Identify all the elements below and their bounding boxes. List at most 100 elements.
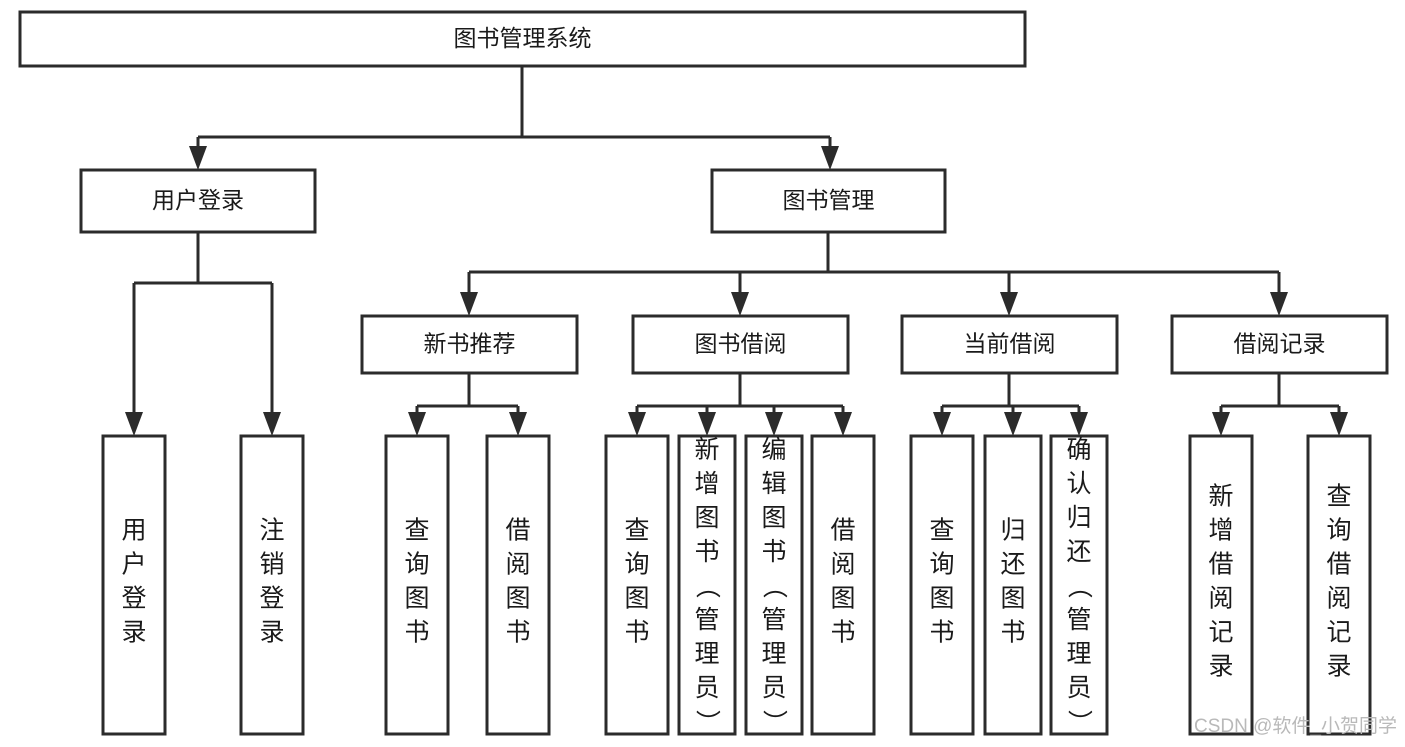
node-current-borrow-label: 当前借阅: [964, 331, 1056, 357]
node-book-manage-box[interactable]: [710, 168, 947, 234]
node-leaf-add-record-box[interactable]: [1188, 434, 1254, 736]
node-leaf-add-book-box[interactable]: [677, 434, 737, 736]
node-leaf-edit-book-char: ）: [760, 709, 788, 734]
node-current-borrow[interactable]: 当前借阅: [900, 314, 1119, 375]
node-leaf-return-book-char: 还: [1000, 550, 1025, 578]
node-new-book-rec-box[interactable]: [360, 314, 579, 375]
node-leaf-query-record-char: 借: [1326, 550, 1351, 578]
node-leaf-confirm-return-box[interactable]: [1049, 434, 1109, 736]
node-leaf-query-record-box[interactable]: [1306, 434, 1372, 736]
node-leaf-edit-book-char: 编: [761, 436, 786, 464]
node-leaf-query-book-3-char: 询: [929, 550, 954, 578]
node-book-borrow[interactable]: 图书借阅: [631, 314, 850, 375]
connector-book-borrow-trunk: [635, 373, 845, 418]
node-leaf-add-book-char: 增: [694, 470, 719, 498]
node-current-borrow-box[interactable]: [900, 314, 1119, 375]
node-leaf-add-book-char: （: [693, 573, 721, 598]
arrow-to-leaf-borrow-book-2: [834, 412, 852, 436]
node-leaf-add-record-char: 借: [1208, 550, 1233, 578]
node-leaf-borrow-book-2-char: 阅: [830, 550, 855, 578]
node-root-root[interactable]: 图书管理系统: [18, 10, 1027, 68]
node-new-book-rec-label: 新书推荐: [424, 331, 516, 357]
node-leaf-confirm-return-char: （: [1065, 573, 1093, 598]
node-leaf-logout-char: 注: [259, 516, 284, 544]
node-leaf-logout-char: 销: [259, 550, 284, 578]
node-borrow-record-box[interactable]: [1170, 314, 1389, 375]
node-leaf-user-login-char: 录: [121, 618, 146, 646]
arrow-to-leaf-confirm-return: [1070, 412, 1088, 436]
node-leaf-borrow-book-1-char: 借: [505, 516, 530, 544]
node-leaf-logout-char: 录: [259, 618, 284, 646]
node-leaf-user-login-char: 户: [121, 550, 146, 578]
node-leaf-edit-book-char: 理: [761, 640, 786, 668]
node-leaf-query-book-3-box[interactable]: [909, 434, 975, 736]
node-leaf-query-book-2-char: 书: [624, 618, 649, 646]
node-book-borrow-box[interactable]: [631, 314, 850, 375]
node-leaf-query-book-3-char: 图: [929, 584, 954, 612]
node-leaf-confirm-return-char: 管: [1066, 606, 1091, 634]
connector-root-trunk: [196, 66, 832, 152]
node-leaf-borrow-book-2-box[interactable]: [810, 434, 876, 736]
node-book-borrow-label: 图书借阅: [695, 331, 787, 357]
arrow-to-leaf-borrow-book-1: [509, 412, 527, 436]
node-leaf-query-record-char: 录: [1326, 652, 1351, 680]
connector-current-borrow-trunk: [940, 373, 1081, 418]
node-leaf-return-book-box[interactable]: [983, 434, 1043, 736]
node-book-manage[interactable]: 图书管理: [710, 168, 947, 234]
node-leaf-query-record-char: 记: [1326, 618, 1351, 646]
node-root-root-box[interactable]: [18, 10, 1027, 68]
node-borrow-record[interactable]: 借阅记录: [1170, 314, 1389, 375]
node-user-login-box[interactable]: [79, 168, 317, 234]
node-user-login[interactable]: 用户登录: [79, 168, 317, 234]
arrow-to-leaf-query-book-3: [933, 412, 951, 436]
node-leaf-user-login[interactable]: 用户登录: [101, 434, 167, 736]
node-leaf-borrow-book-1-box[interactable]: [485, 434, 551, 736]
arrow-to-leaf-query-book-2: [628, 412, 646, 436]
node-leaf-logout-box[interactable]: [239, 434, 305, 736]
node-leaf-add-book-char: 员: [694, 674, 719, 702]
connector-borrow-record-trunk: [1219, 373, 1341, 418]
node-leaf-edit-book-char: 员: [761, 674, 786, 702]
node-leaf-confirm-return-char: ）: [1065, 709, 1093, 734]
node-book-manage-label: 图书管理: [783, 187, 875, 213]
node-leaf-user-login-box[interactable]: [101, 434, 167, 736]
node-leaf-query-book-1-box[interactable]: [384, 434, 450, 736]
node-leaf-add-book-char: ）: [693, 709, 721, 734]
node-leaf-query-book-2-char: 询: [624, 550, 649, 578]
node-leaf-edit-book-char: 管: [761, 606, 786, 634]
node-leaf-edit-book-box[interactable]: [744, 434, 804, 736]
node-leaf-return-book-char: 书: [1000, 618, 1025, 646]
node-leaf-borrow-book-1-char: 书: [505, 618, 530, 646]
node-leaf-add-book-char: 新: [694, 436, 719, 464]
node-leaf-query-book-2-char: 图: [624, 584, 649, 612]
node-leaf-query-book-1-char: 查: [404, 516, 429, 544]
node-leaf-query-book-2-box[interactable]: [604, 434, 670, 736]
node-leaf-add-book-char: 图: [694, 504, 719, 532]
node-borrow-record-label: 借阅记录: [1234, 331, 1326, 357]
arrow-to-book-manage: [821, 146, 839, 170]
node-new-book-rec[interactable]: 新书推荐: [360, 314, 579, 375]
nodes-layer: 图书管理系统用户登录图书管理新书推荐图书借阅当前借阅借阅记录用户登录注销登录查询…: [18, 10, 1389, 736]
node-leaf-confirm-return-char: 归: [1066, 504, 1091, 532]
